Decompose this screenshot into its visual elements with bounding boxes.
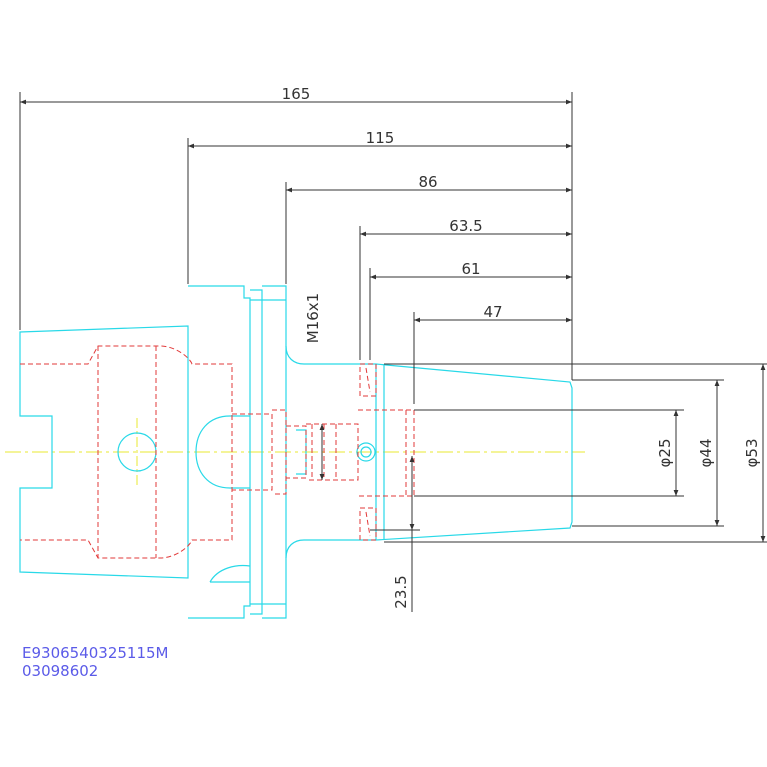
dimension-lines [19, 92, 767, 612]
dim-23-5-label: 23.5 [392, 575, 410, 608]
thread-label: M16x1 [304, 293, 322, 343]
dim-47-label: 47 [483, 303, 502, 321]
part-number: 03098602 [22, 662, 99, 680]
center-line [5, 418, 585, 486]
dia-25-label: φ25 [656, 439, 674, 468]
dim-63-5-label: 63.5 [449, 217, 482, 235]
part-code: E9306540325115M [22, 644, 169, 662]
dia-53-label: φ53 [743, 439, 761, 468]
dim-61-label: 61 [461, 260, 480, 278]
dim-165-label: 165 [282, 85, 311, 103]
hidden-lines [20, 345, 570, 559]
dim-86-label: 86 [418, 173, 437, 191]
dia-44-label: φ44 [697, 439, 715, 468]
dim-115-label: 115 [366, 129, 395, 147]
